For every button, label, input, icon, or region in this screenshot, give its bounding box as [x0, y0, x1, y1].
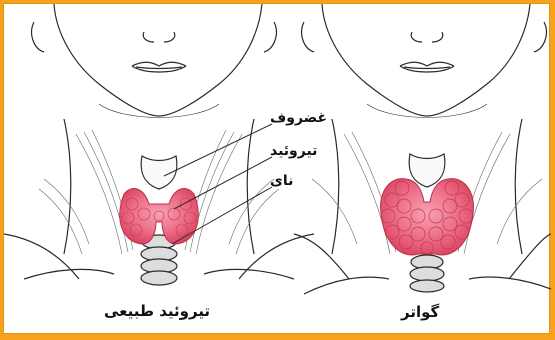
- goiter-thyroid-gland: [381, 179, 474, 255]
- label-thyroid: تیروئید: [270, 143, 317, 159]
- diagram-frame: غضروف تیروئید نای تیروئید طبیعی گواتر: [3, 3, 550, 334]
- label-cartilage: غضروف: [270, 110, 327, 126]
- caption-normal-thyroid: تیروئید طبیعی: [104, 302, 210, 320]
- label-trachea: نای: [270, 173, 293, 189]
- neck-illustrations: [4, 4, 551, 335]
- caption-goiter: گواتر: [401, 303, 439, 321]
- normal-neck-figure: [4, 4, 314, 285]
